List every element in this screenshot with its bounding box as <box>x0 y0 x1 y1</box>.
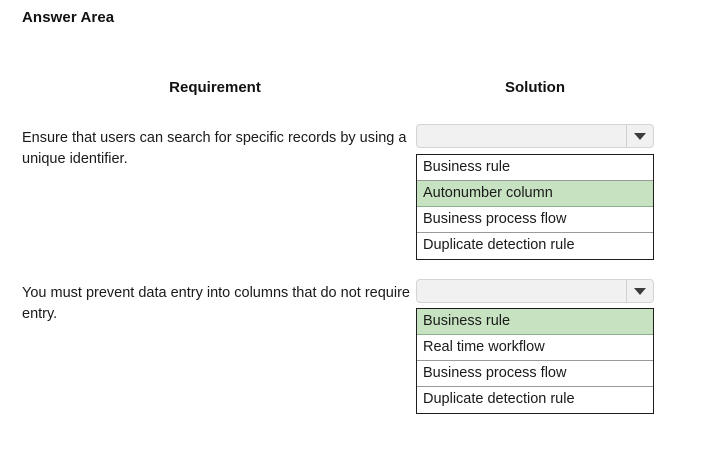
solution-combobox-1[interactable] <box>416 124 654 148</box>
list-item[interactable]: Business process flow <box>417 207 653 233</box>
requirement-text-1: Ensure that users can search for specifi… <box>22 130 407 167</box>
solution-option-list-2[interactable]: Business rule Real time workflow Busines… <box>416 308 654 414</box>
list-item[interactable]: Business rule <box>417 309 653 335</box>
solution-combobox-1-value <box>417 125 626 147</box>
list-item[interactable]: Duplicate detection rule <box>417 233 653 259</box>
chevron-down-icon[interactable] <box>626 280 653 302</box>
list-item[interactable]: Duplicate detection rule <box>417 387 653 413</box>
column-header-solution: Solution <box>505 79 565 96</box>
list-item[interactable]: Autonumber column <box>417 181 653 207</box>
solution-combobox-2-value <box>417 280 626 302</box>
solution-combobox-2[interactable] <box>416 279 654 303</box>
column-header-requirement: Requirement <box>169 79 261 96</box>
chevron-down-glyph <box>634 287 646 295</box>
chevron-down-glyph <box>634 132 646 140</box>
page-title: Answer Area <box>22 9 115 26</box>
chevron-down-icon[interactable] <box>626 125 653 147</box>
list-item[interactable]: Business process flow <box>417 361 653 387</box>
requirement-text-2: You must prevent data entry into columns… <box>22 285 410 322</box>
list-item[interactable]: Business rule <box>417 155 653 181</box>
solution-option-list-1[interactable]: Business rule Autonumber column Business… <box>416 154 654 260</box>
list-item[interactable]: Real time workflow <box>417 335 653 361</box>
